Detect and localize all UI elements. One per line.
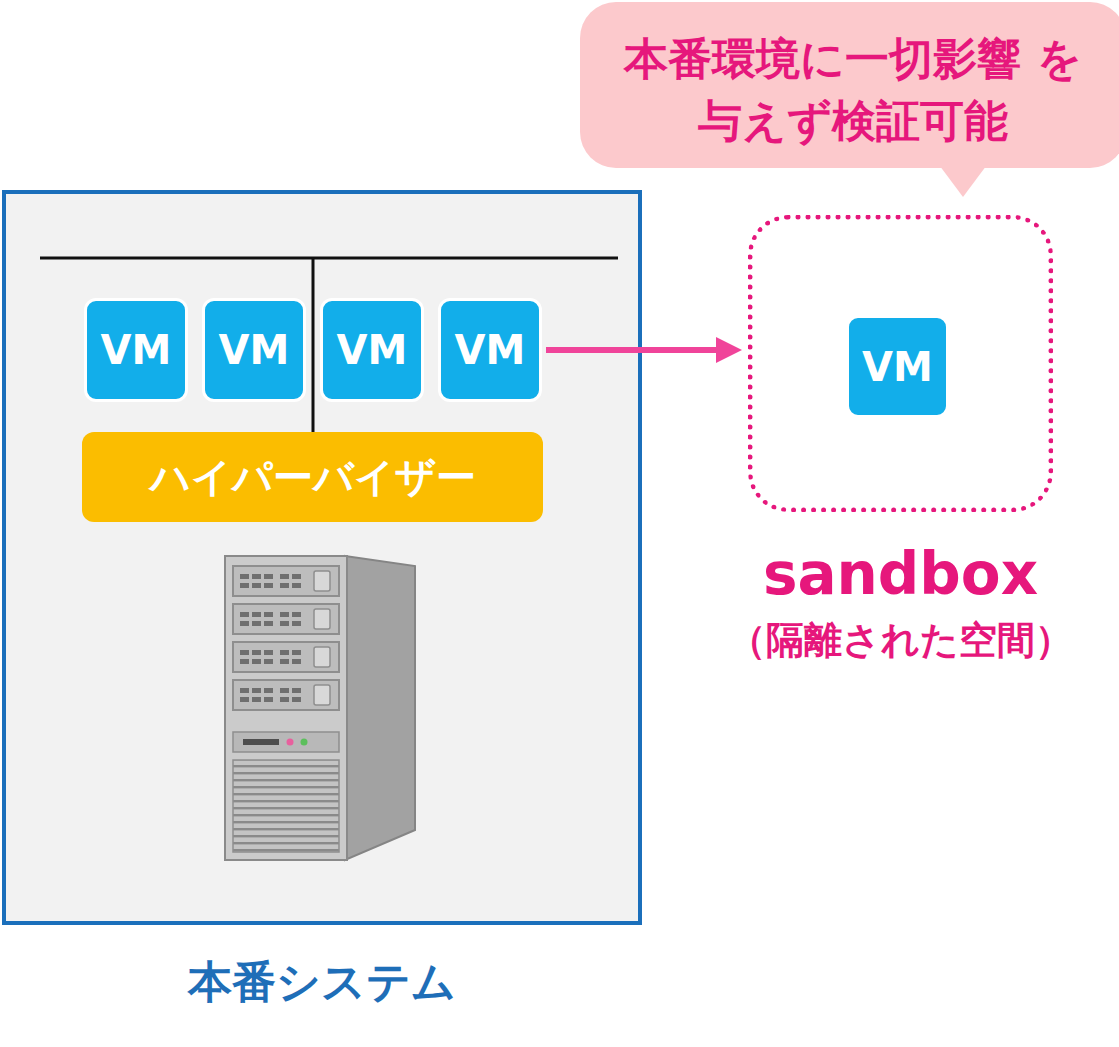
network-drop	[312, 258, 315, 434]
network-bus	[40, 257, 618, 260]
heading-block: 本番システム	[188, 956, 456, 1008]
box-heading: sandbox	[728, 542, 1073, 606]
box-heading: 本番システム	[188, 956, 456, 1008]
box-label: VM	[455, 327, 526, 373]
heading-block: sandbox （隔離された空間）	[728, 542, 1073, 664]
box-label: VM	[337, 327, 408, 373]
box-label: 本番環境に一切影響 を与えず検証可能	[620, 28, 1086, 152]
box-label: VM	[862, 344, 933, 390]
box-label: VM	[219, 327, 290, 373]
box-label: ハイパーバイザー	[150, 450, 476, 505]
vm-box: VM	[202, 298, 306, 402]
sandbox-region: sandbox（隔離された空間）VM	[748, 215, 1053, 512]
vm-box: VM	[320, 298, 424, 402]
flow-arrow	[546, 347, 716, 353]
server-tower	[225, 556, 415, 860]
hypervisor-bar: ハイパーバイザー	[82, 432, 543, 522]
box-heading: （隔離された空間）	[728, 616, 1073, 664]
callout-bubble: 本番環境に一切影響 を与えず検証可能	[580, 2, 1119, 168]
system-frame: 本番システムVMVMVMVMハイパーバイザー	[2, 190, 642, 925]
box-label: VM	[101, 327, 172, 373]
vm-box: VM	[438, 298, 542, 402]
vm-box: VM	[846, 315, 949, 418]
vm-box: VM	[84, 298, 188, 402]
